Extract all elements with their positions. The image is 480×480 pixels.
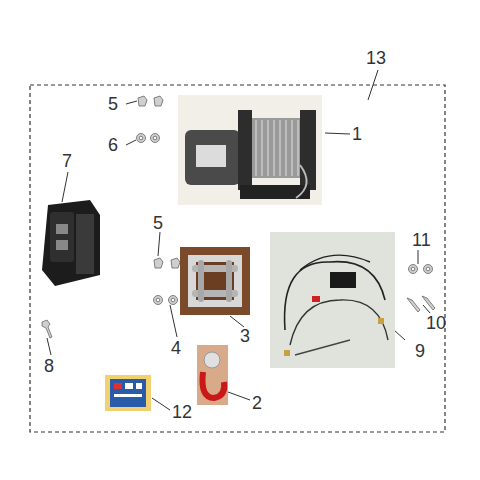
leader-line bbox=[368, 70, 378, 100]
callout-number: 5 bbox=[108, 94, 118, 114]
callout-number: 3 bbox=[240, 326, 250, 346]
callout-number: 4 bbox=[171, 338, 181, 358]
leader-line bbox=[325, 133, 350, 134]
switch-photo bbox=[42, 200, 100, 286]
callout-number: 6 bbox=[108, 135, 118, 155]
callout-number: 2 bbox=[252, 393, 262, 413]
callout-number: 13 bbox=[366, 48, 386, 68]
leader-line bbox=[47, 101, 430, 410]
callout-number: 7 bbox=[62, 151, 72, 171]
kit-boundary bbox=[30, 85, 445, 432]
winch-photo bbox=[178, 95, 322, 205]
callout-number: 12 bbox=[172, 402, 192, 422]
hook-photo bbox=[197, 345, 228, 405]
remote-photo bbox=[105, 375, 151, 411]
fairlead-photo bbox=[180, 247, 250, 315]
callout-number: 1 bbox=[352, 124, 362, 144]
callout-number: 10 bbox=[426, 313, 446, 333]
callout-number: 11 bbox=[412, 230, 431, 250]
callout-number: 9 bbox=[415, 341, 425, 361]
callout-number: 8 bbox=[44, 356, 54, 376]
harness-photo bbox=[270, 232, 395, 368]
callout-number: 5 bbox=[153, 213, 163, 233]
